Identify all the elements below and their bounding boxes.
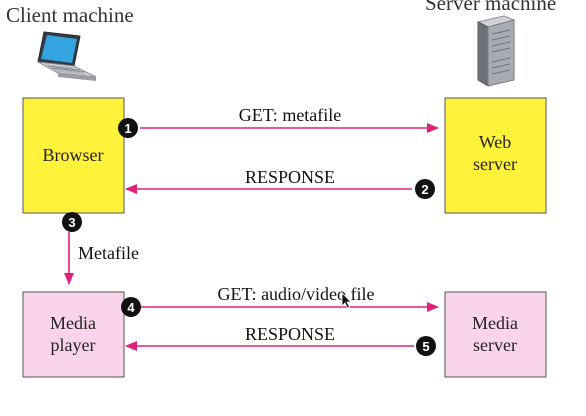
step-4-badge: 4 xyxy=(121,297,141,317)
mouse-cursor-icon xyxy=(341,292,352,309)
media-server-label-line2: server xyxy=(473,335,517,355)
step-1-number: 1 xyxy=(124,121,131,136)
step-3-badge: 3 xyxy=(62,212,82,232)
media-server-box xyxy=(444,291,547,378)
media-player-label-line1: Media xyxy=(50,313,96,333)
get-metafile-label: GET: metafile xyxy=(239,105,342,125)
metafile-label: Metafile xyxy=(78,243,139,263)
web-server-box xyxy=(444,97,547,214)
step-3-number: 3 xyxy=(68,215,75,230)
response-1-label: RESPONSE xyxy=(245,167,335,187)
step-5-number: 5 xyxy=(422,339,429,354)
media-server-label-line1: Media xyxy=(472,313,518,333)
browser-box xyxy=(22,97,125,214)
server-machine-title: Server machine xyxy=(425,0,556,15)
media-player-box xyxy=(22,291,125,378)
step-2-number: 2 xyxy=(421,182,428,197)
browser-label: Browser xyxy=(43,145,104,165)
step-2-badge: 2 xyxy=(415,179,435,199)
web-server-label-line2: server xyxy=(473,154,517,174)
step-4-number: 4 xyxy=(127,300,135,315)
media-player-label-line2: player xyxy=(51,335,96,355)
laptop-icon xyxy=(37,31,97,81)
step-5-badge: 5 xyxy=(416,336,436,356)
step-1-badge: 1 xyxy=(118,118,138,138)
get-file-label: GET: audio/video file xyxy=(217,284,374,304)
server-tower-icon xyxy=(476,15,516,87)
response-2-label: RESPONSE xyxy=(245,324,335,344)
web-server-label-line1: Web xyxy=(479,132,512,152)
client-machine-title: Client machine xyxy=(6,3,134,27)
